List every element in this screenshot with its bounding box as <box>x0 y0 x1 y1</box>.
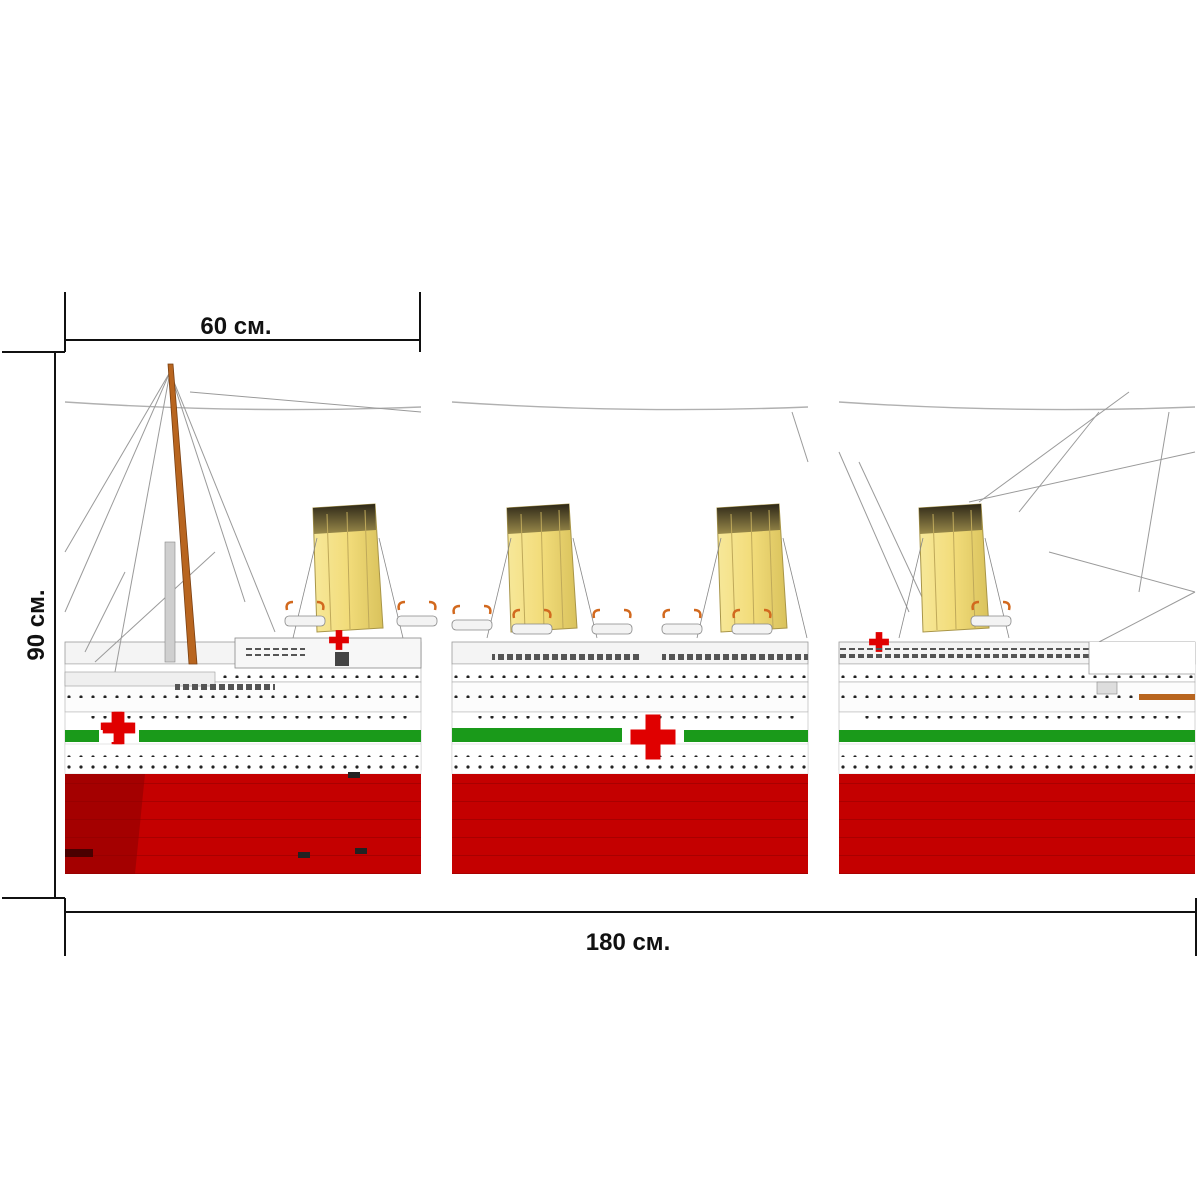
total-width-label: 180 см. <box>586 929 670 956</box>
canvas-panel-middle <box>450 351 809 875</box>
canvas-panel-right <box>838 351 1196 875</box>
height-label: 90 см. <box>23 589 50 660</box>
panel-width-label: 60 см. <box>200 313 271 340</box>
dimension-height <box>2 351 65 899</box>
rigging-lines <box>64 371 422 673</box>
forward-mast <box>167 363 198 665</box>
canvas-panel-left <box>64 351 439 875</box>
dimension-total-width <box>64 898 1197 956</box>
rigging-lines <box>838 391 1196 643</box>
dimension-panel-width <box>64 292 421 352</box>
